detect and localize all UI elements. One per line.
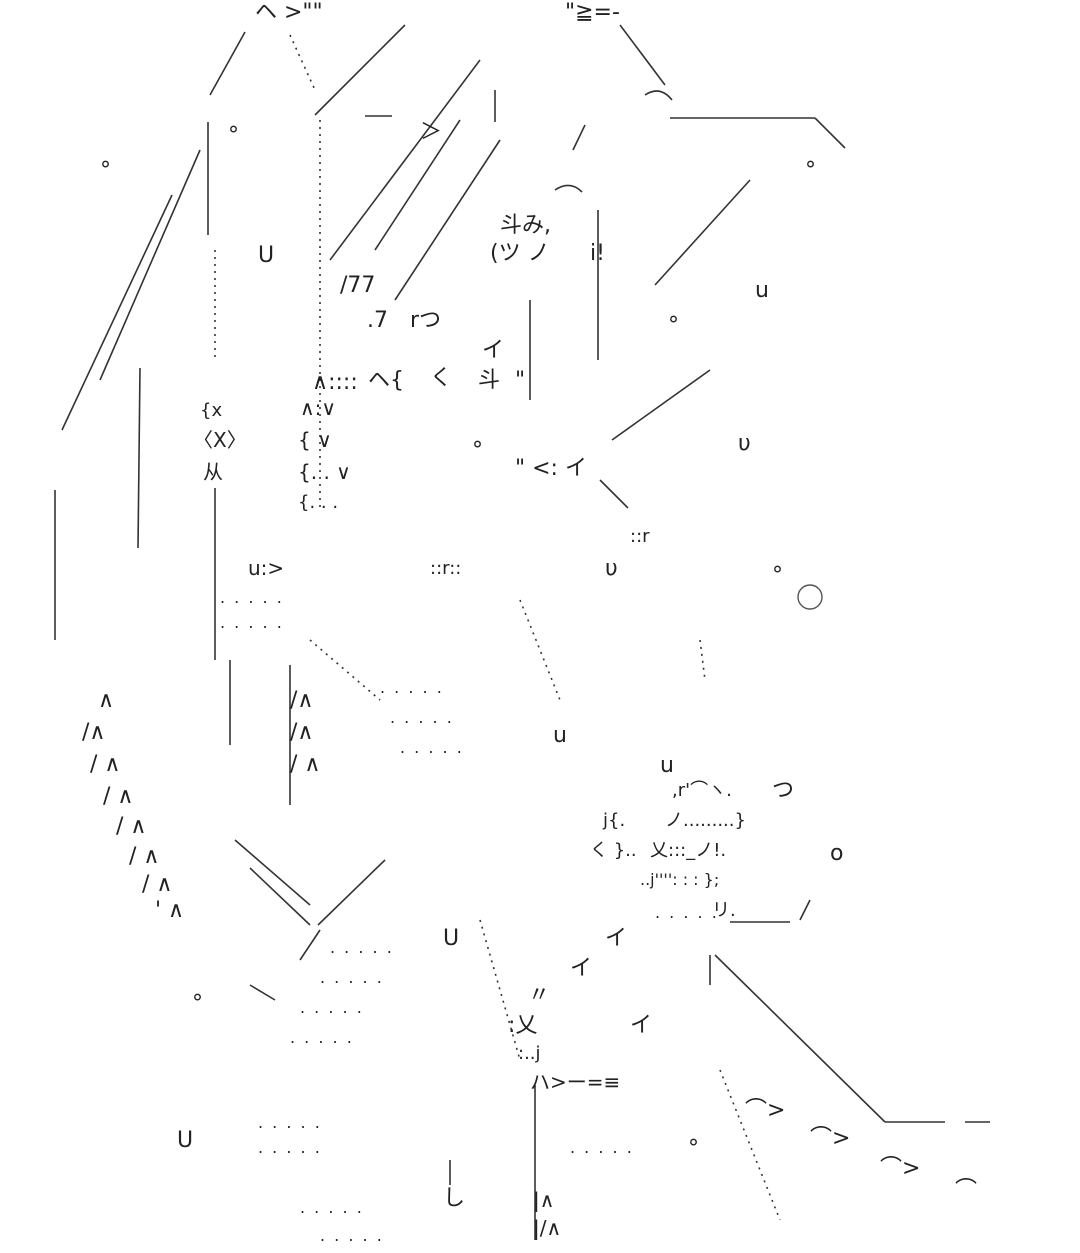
- art-text: "≧=-: [565, 0, 620, 25]
- art-text: °: [100, 158, 111, 183]
- art-text: / ∧: [90, 752, 121, 777]
- art-text: ⌒>: [745, 1098, 786, 1123]
- art-text: / ∧: [116, 814, 147, 839]
- art-text: /∧: [82, 720, 106, 745]
- art-text: 斗: [478, 368, 501, 393]
- art-text: {. . .: [298, 492, 339, 513]
- art-text: ⌒>: [880, 1156, 921, 1181]
- art-text: °: [472, 438, 483, 463]
- art-text: U: [443, 926, 460, 951]
- art-text: 从: [203, 460, 223, 484]
- art-text: ::r::: [430, 558, 462, 579]
- art-dots: . . . . .: [220, 588, 284, 607]
- art-text: く }..: [590, 840, 637, 861]
- art-text: υ: [605, 556, 618, 581]
- art-text: rつ: [410, 308, 442, 333]
- art-text: /∧: [290, 688, 314, 713]
- art-text: ⌒: [955, 1178, 978, 1203]
- art-text: i!: [590, 241, 605, 266]
- art-text: イ: [482, 338, 505, 363]
- art-text: " <: イ: [515, 456, 587, 481]
- art-text: (ツ ノ: [490, 241, 550, 266]
- art-text: つ: [772, 778, 795, 803]
- art-text: { ∨: [298, 428, 332, 452]
- art-dots: . . . . .: [300, 1198, 364, 1217]
- art-text: し: [443, 1186, 466, 1211]
- art-text: .7: [367, 308, 388, 333]
- art-text: °: [192, 991, 203, 1016]
- art-text: u:>: [248, 556, 285, 580]
- art-text: j{.: [603, 810, 626, 831]
- art-text: 〈X〉: [193, 428, 247, 452]
- art-dots: . . . . .: [380, 678, 444, 697]
- art-text: u: [553, 723, 567, 748]
- art-text: ヘ{: [368, 368, 404, 393]
- art-text: リ.: [712, 900, 736, 921]
- art-text: °: [688, 1136, 699, 1161]
- art-text: ,r'⌒ヽ.: [672, 780, 732, 801]
- art-dots: . . . . .: [300, 998, 364, 1017]
- art-text: o: [830, 841, 844, 866]
- art-text: ∧::::: [312, 370, 358, 395]
- art-text: ⌒>: [810, 1126, 851, 1151]
- art-text: u: [755, 278, 769, 303]
- art-text: ∧:∨: [300, 396, 337, 420]
- art-text: {. . ∨: [298, 460, 351, 484]
- art-text: |/∧: [533, 1216, 562, 1240]
- art-text: :乂: [508, 1013, 538, 1038]
- art-text: く: [430, 366, 453, 391]
- art-text: イ: [605, 926, 628, 951]
- art-text: °: [805, 158, 816, 183]
- art-dots: . . . . .: [258, 1113, 322, 1132]
- art-text: {x: [200, 400, 223, 421]
- art-text: ..j'''': : : };: [640, 870, 720, 889]
- art-dots: . . . . .: [320, 968, 384, 987]
- art-text: |∧: [533, 1188, 555, 1212]
- art-text: イ: [630, 1013, 653, 1038]
- art-text: / ∧: [103, 784, 134, 809]
- art-text: :..j: [518, 1043, 541, 1064]
- art-dots: . . . . .: [290, 1028, 354, 1047]
- art-text: υ: [738, 431, 751, 456]
- art-dots: . . . . .: [258, 1138, 322, 1157]
- art-text: 乂:::_ノ!.: [650, 840, 727, 861]
- art-text: ヘ >"": [255, 0, 323, 25]
- art-text: ハ>ー=≡: [530, 1070, 621, 1094]
- art-dots: . . . . .: [390, 708, 454, 727]
- art-text: °: [772, 563, 783, 588]
- art-dots: . . . . .: [655, 903, 719, 922]
- art-dots: . . . . .: [320, 1226, 384, 1245]
- art-text: /77: [340, 273, 376, 298]
- art-text: /∧: [290, 720, 314, 745]
- art-text: ' ∧: [155, 898, 185, 923]
- art-text: ノ.........}: [665, 810, 746, 831]
- art-text: / ∧: [129, 844, 160, 869]
- art-text: °: [228, 123, 239, 148]
- art-text: イ: [570, 956, 593, 981]
- art-text: ": [515, 368, 526, 393]
- art-text: 〃: [528, 983, 551, 1008]
- art-dots: . . . . .: [220, 613, 284, 632]
- art-text: u: [660, 753, 674, 778]
- art-text: ∧: [98, 688, 115, 713]
- art-text: / ∧: [142, 872, 173, 897]
- art-text: °: [668, 313, 679, 338]
- art-text: 斗み,: [500, 213, 551, 238]
- art-dots: . . . . .: [570, 1138, 634, 1157]
- art-text: U: [258, 243, 275, 268]
- art-text: ＞: [420, 120, 443, 145]
- art-dots: . . . . .: [400, 738, 464, 757]
- art-text: U: [177, 1128, 194, 1153]
- art-dots: . . . . .: [330, 938, 394, 957]
- art-text: ::r: [630, 526, 650, 547]
- art-text: / ∧: [290, 752, 321, 777]
